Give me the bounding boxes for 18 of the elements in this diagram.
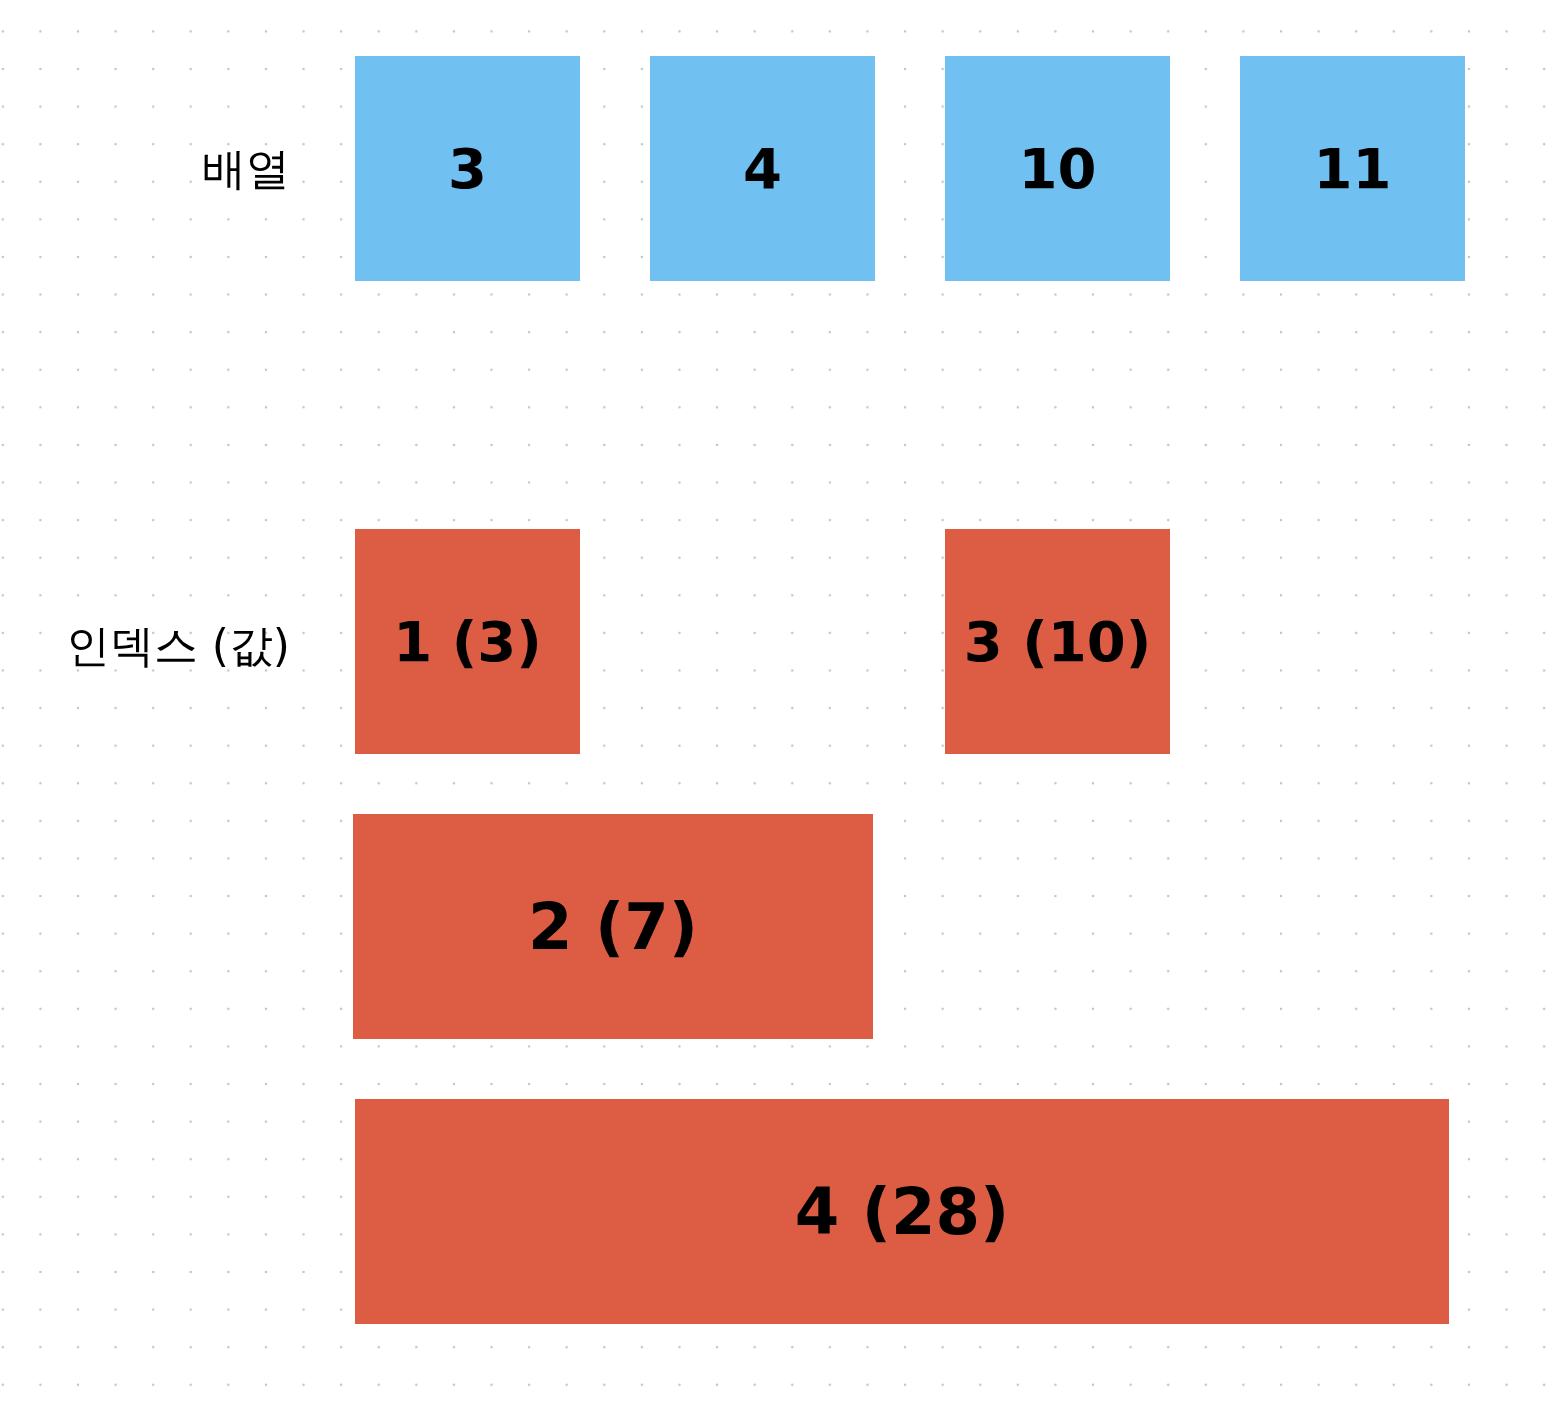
tree-node-box bbox=[945, 529, 1170, 754]
array-cell bbox=[355, 56, 580, 281]
tree-node-box bbox=[355, 1099, 1449, 1324]
node-label: 3 (10) bbox=[963, 609, 1152, 674]
tree-node-box bbox=[355, 529, 580, 754]
node-label: 2 (7) bbox=[528, 889, 698, 964]
node-label: 1 (3) bbox=[393, 609, 542, 674]
node-label: 4 bbox=[743, 136, 782, 201]
array-cell bbox=[1240, 56, 1465, 281]
array-cell bbox=[945, 56, 1170, 281]
node-label: 10 bbox=[1018, 136, 1097, 201]
row-label: 인덱스 (값) bbox=[65, 619, 290, 673]
node-label: 11 bbox=[1313, 136, 1392, 201]
row-label: 배열 bbox=[202, 142, 290, 196]
node-label: 4 (28) bbox=[794, 1174, 1010, 1249]
node-label: 3 bbox=[448, 136, 487, 201]
tree-node-box bbox=[353, 814, 873, 1039]
array-cell bbox=[650, 56, 875, 281]
